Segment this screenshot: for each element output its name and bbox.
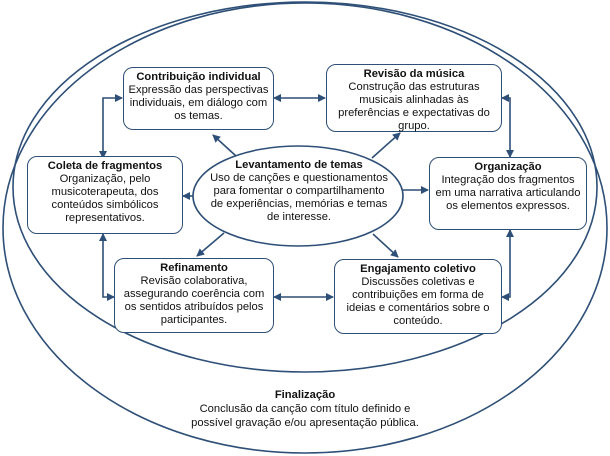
node-body: Integração dos fragmentos em uma narrati… (435, 174, 581, 212)
center-node: Levantamento de temas Uso de canções e q… (206, 159, 392, 224)
node-title: Engajamento coletivo (360, 263, 476, 275)
arrow-organizacao-engajamento (501, 229, 514, 301)
node-contribuicao-individual: Contribuição individual Expressão das pe… (123, 67, 274, 130)
node-body: Construção das estruturas musicais alinh… (338, 81, 490, 132)
arrow-center-contribuicao (212, 134, 237, 157)
node-title: Refinamento (160, 262, 228, 274)
node-organizacao: Organização Integração dos fragmentos em… (429, 157, 587, 230)
center-body: Uso de canções e questionamentos para fo… (210, 172, 388, 223)
node-engajamento-coletivo: Engajamento coletivo Discussões coletiva… (334, 259, 502, 334)
node-body: Organização, pelo musicoterapeuta, dos c… (51, 173, 159, 224)
node-title: Coleta de fragmentos (47, 160, 163, 172)
final-node: Finalização Conclusão da canção com títu… (185, 388, 425, 430)
node-refinamento: Refinamento Revisão colaborativa, assegu… (114, 258, 274, 333)
node-title: Contribuição individual (136, 71, 261, 83)
node-coleta-de-fragmentos: Coleta de fragmentos Organização, pelo m… (27, 156, 183, 234)
final-title: Finalização (274, 389, 336, 401)
arrow-coleta-refinamento (99, 233, 115, 301)
node-title: Revisão da música (363, 68, 465, 80)
arrow-center-refinamento (196, 232, 225, 257)
node-body: Expressão das perspectivas individuais, … (128, 84, 269, 122)
arrow-center-engajamento (372, 233, 399, 258)
node-revisao-da-musica: Revisão da música Construção das estrutu… (326, 64, 502, 132)
node-body: Discussões coletivas e contribuições em … (346, 276, 490, 327)
node-body: Revisão colaborativa, assegurando coerên… (123, 275, 265, 326)
node-title: Organização (474, 161, 542, 173)
arrow-center-revisao (371, 132, 401, 159)
final-body: Conclusão da canção com título definido … (191, 403, 419, 429)
center-title: Levantamento de temas (235, 159, 363, 171)
arrow-revisao-organizacao (501, 94, 514, 158)
inner-ellipse (12, 1, 598, 373)
arrow-coleta-contribuicao (99, 94, 123, 159)
